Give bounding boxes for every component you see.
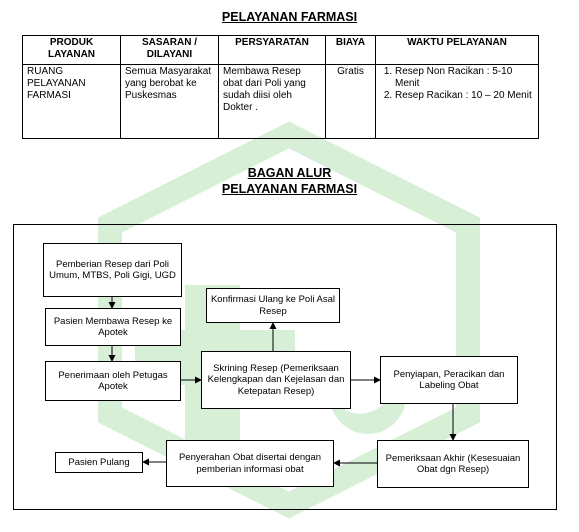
flow-box-pemberian-resep: Pemberian Resep dari Poli Umum, MTBS, Po… — [43, 243, 182, 297]
cell-waktu: Resep Non Racikan : 5-10 Menit Resep Rac… — [375, 64, 539, 139]
flow-box-penyiapan: Penyiapan, Peracikan dan Labeling Obat — [380, 356, 518, 404]
flowchart-frame — [13, 224, 557, 510]
header-biaya: BIAYA — [325, 35, 376, 65]
header-sasaran: SASARAN / DILAYANI — [120, 35, 219, 65]
waktu-item-racikan: Resep Racikan : 10 – 20 Menit — [395, 90, 534, 102]
flow-box-pasien-pulang: Pasien Pulang — [55, 452, 143, 473]
waktu-list: Resep Non Racikan : 5-10 Menit Resep Rac… — [380, 66, 534, 102]
flow-box-konfirmasi: Konfirmasi Ulang ke Poli Asal Resep — [206, 288, 340, 323]
chart-title-line2: PELAYANAN FARMASI — [221, 182, 358, 196]
cell-persyaratan: Membawa Resep obat dari Poli yang sudah … — [218, 64, 326, 139]
cell-produk: RUANG PELAYANAN FARMASI — [22, 64, 121, 139]
flow-box-pemeriksaan-akhir: Pemeriksaan Akhir (Kesesuaian Obat dgn R… — [377, 440, 529, 488]
header-produk: PRODUK LAYANAN — [22, 35, 121, 65]
table-row: RUANG PELAYANAN FARMASI Semua Masyarakat… — [22, 64, 539, 139]
chart-title-line1: BAGAN ALUR — [247, 166, 332, 180]
header-waktu: WAKTU PELAYANAN — [375, 35, 539, 65]
flow-box-skrining: Skrining Resep (Pemeriksaan Kelengkapan … — [201, 351, 351, 409]
flow-box-penerimaan: Penerimaan oleh Petugas Apotek — [45, 361, 181, 401]
page-title: PELAYANAN FARMASI — [221, 10, 358, 24]
cell-biaya: Gratis — [325, 64, 376, 139]
table-header-row: PRODUK LAYANAN SASARAN / DILAYANI PERSYA… — [22, 35, 539, 65]
cell-sasaran: Semua Masyarakat yang berobat ke Puskesm… — [120, 64, 219, 139]
header-persyaratan: PERSYARATAN — [218, 35, 326, 65]
flow-box-penyerahan: Penyerahan Obat disertai dengan pemberia… — [166, 440, 334, 487]
service-table: PRODUK LAYANAN SASARAN / DILAYANI PERSYA… — [22, 35, 539, 139]
flow-box-membawa-resep: Pasien Membawa Resep ke Apotek — [45, 308, 181, 346]
waktu-item-non-racikan: Resep Non Racikan : 5-10 Menit — [395, 66, 534, 90]
